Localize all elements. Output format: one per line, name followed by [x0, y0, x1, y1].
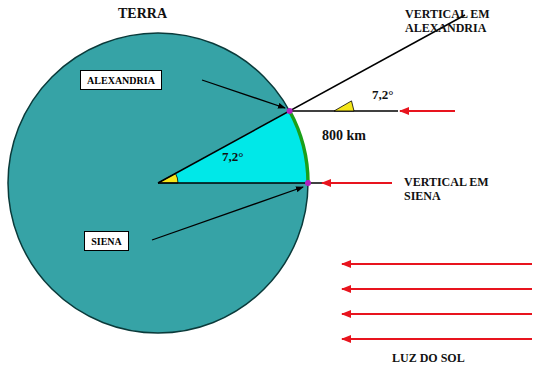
leader-line [152, 187, 303, 240]
leader-line [202, 80, 285, 108]
sun-ray [400, 110, 455, 112]
text-label: VERTICAL EM SIENA [404, 176, 514, 204]
place-name: SIENA [91, 236, 122, 247]
sector [158, 111, 308, 183]
text-label: 7,2° [222, 150, 243, 165]
sun-ray [342, 288, 532, 290]
label-box: SIENA [84, 231, 129, 251]
text-label: LUZ DO SOL [392, 352, 465, 366]
sun-ray [342, 263, 532, 265]
text-label: 800 km [322, 128, 366, 144]
point-siena [305, 180, 311, 186]
text-label: TERRA [118, 6, 167, 22]
sun-ray [322, 182, 392, 184]
arc-800km [290, 111, 308, 183]
angle-alexandria [334, 101, 354, 111]
label-box: ALEXANDRIA [80, 70, 162, 90]
sun-ray [342, 338, 532, 340]
point-alexandria [287, 108, 293, 114]
place-name: ALEXANDRIA [87, 75, 155, 86]
text-label: 7,2° [372, 88, 393, 103]
sun-ray [342, 313, 532, 315]
text-label: VERTICAL EM ALEXANDRIA [405, 8, 525, 36]
vertical-alexandria [158, 15, 465, 183]
